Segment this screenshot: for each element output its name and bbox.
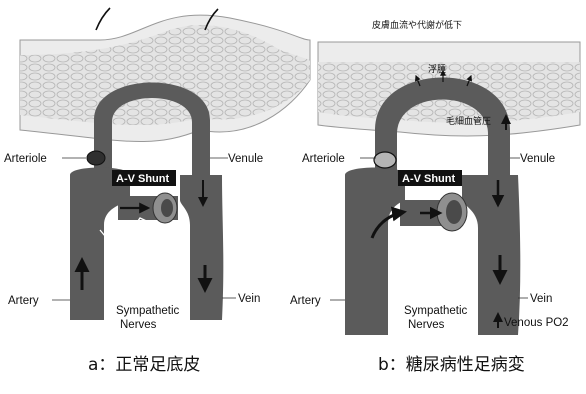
label-artery: Artery [8,295,39,307]
label-sympathetic: Sympathetic [116,305,180,317]
label-nerves: Nerves [120,319,157,331]
label-venule-b: Venule [520,153,555,165]
sympathetic-nerves [100,215,175,300]
vein-vessel [180,175,223,320]
label-vein-b: Vein [530,293,552,305]
label-sympathetic-b: Sympathetic [404,305,468,317]
artery-vessel [70,168,130,321]
shunt-label-b: A-V Shunt [402,173,455,185]
edema-label: 浮腫 [428,63,446,75]
top-note: 皮膚血流や代謝が低下 [372,19,462,31]
capillary-pressure-label: 毛細血管圧 [446,115,491,127]
panel-b: 皮膚血流や代謝が低下 浮腫 毛細血管圧 A-V Shun [290,19,580,335]
shunt-opening-inner-b [446,200,462,224]
label-artery-b: Artery [290,295,321,307]
caption-a: a：正常足底皮 [88,350,200,375]
shunt-label: A-V Shunt [116,173,169,185]
label-vein: Vein [238,293,260,305]
artery-vessel-b [345,168,405,336]
label-venous-po2: Venous PO2 [504,317,569,329]
sympathetic-nerves-b [390,228,462,300]
arteriole-sphincter [87,151,105,165]
hair-1 [96,8,110,30]
vein-vessel-b [462,175,520,335]
arteriole-sphincter-b [374,152,396,168]
label-arteriole-b: Arteriole [302,153,345,165]
panel-a: A-V Shunt Arteriole Venule Artery Vein S… [4,8,310,331]
label-nerves-b: Nerves [408,319,445,331]
shunt-opening-inner [161,199,173,217]
label-venule: Venule [228,153,263,165]
label-arteriole: Arteriole [4,153,47,165]
caption-b: b：糖尿病性足病変 [378,350,525,375]
